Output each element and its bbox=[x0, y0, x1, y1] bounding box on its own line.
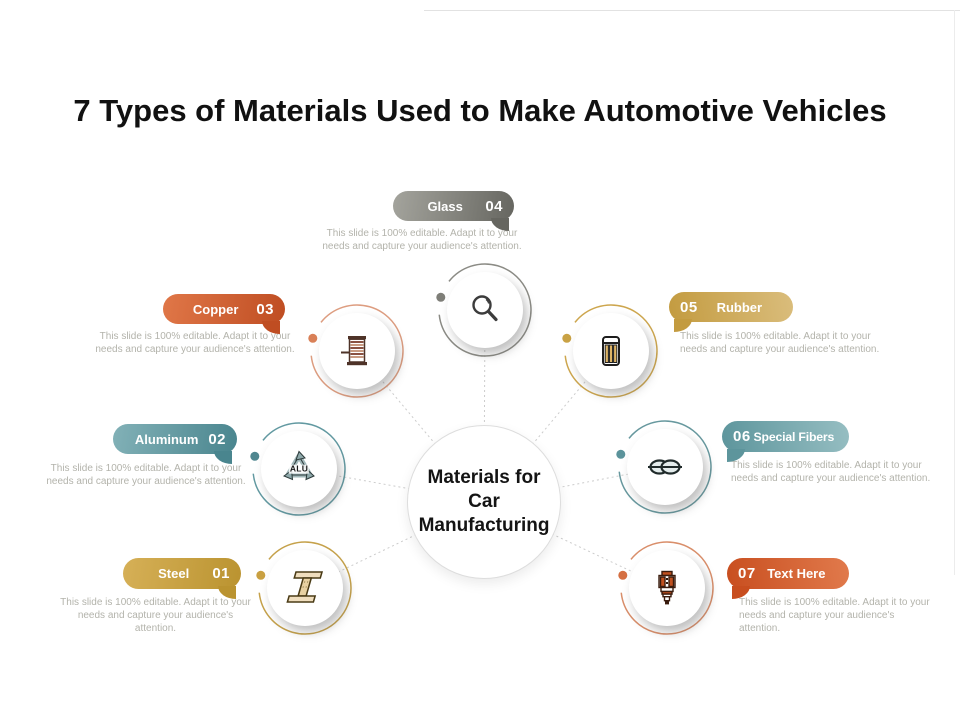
copper-node-disc[interactable] bbox=[319, 313, 395, 389]
glass-ring-arc bbox=[436, 263, 532, 357]
rubber-node-disc[interactable] bbox=[573, 313, 649, 389]
editable-note-aluminum: This slide is 100% editable. Adapt it to… bbox=[46, 463, 246, 487]
badge-special-fibers[interactable]: 06 Special Fibers bbox=[722, 421, 849, 462]
node-copper bbox=[307, 301, 407, 401]
badge-steel-label: Steel bbox=[158, 566, 190, 581]
badge-text-here-number: 07 bbox=[738, 565, 756, 582]
steel-node-disc[interactable] bbox=[267, 550, 343, 626]
badge-steel[interactable]: Steel 01 bbox=[123, 558, 241, 599]
editable-note-special-fibers: This slide is 100% editable. Adapt it to… bbox=[731, 460, 931, 484]
tire-tread-icon bbox=[591, 331, 631, 371]
magnifier-icon bbox=[465, 290, 505, 330]
text-here-ring-arc bbox=[618, 541, 714, 635]
badge-special-fibers-number: 06 bbox=[733, 428, 751, 445]
spark-plug-icon bbox=[647, 568, 687, 608]
aluminum-recycle-icon: ALU bbox=[279, 449, 319, 489]
badge-copper-number: 03 bbox=[256, 300, 274, 318]
text-here-node-disc[interactable] bbox=[629, 550, 705, 626]
center-hub[interactable]: Materials for Car Manufacturing bbox=[407, 425, 561, 579]
editable-note-text-here: This slide is 100% editable. Adapt it to… bbox=[739, 597, 930, 634]
glass-node-disc[interactable] bbox=[447, 272, 523, 348]
copper-coil-icon bbox=[337, 331, 377, 371]
badge-rubber-number: 05 bbox=[680, 298, 698, 316]
badge-glass-label: Glass bbox=[427, 198, 463, 214]
page-title: 7 Types of Materials Used to Make Automo… bbox=[73, 92, 887, 128]
editable-note-glass: This slide is 100% editable. Adapt it to… bbox=[322, 228, 522, 252]
aluminum-node-disc[interactable]: ALU bbox=[261, 431, 337, 507]
rubber-ring-arc bbox=[562, 304, 658, 398]
slide-edge-line-right bbox=[954, 10, 955, 575]
node-glass bbox=[435, 260, 535, 360]
badge-glass-number: 04 bbox=[485, 197, 503, 215]
badge-text-here[interactable]: 07 Text Here bbox=[727, 558, 849, 599]
editable-note-rubber: This slide is 100% editable. Adapt it to… bbox=[680, 331, 880, 355]
editable-note-steel: This slide is 100% editable. Adapt it to… bbox=[60, 597, 251, 634]
copper-ring-arc bbox=[308, 304, 404, 398]
badge-steel-number: 01 bbox=[212, 565, 230, 582]
alu-text: ALU bbox=[288, 463, 310, 475]
badge-copper[interactable]: Copper 03 bbox=[163, 294, 285, 334]
node-text-here bbox=[617, 538, 717, 638]
node-aluminum: ALU bbox=[249, 419, 349, 519]
special-fibers-ring-arc bbox=[616, 420, 712, 514]
badge-rubber[interactable]: 05 Rubber bbox=[669, 292, 793, 332]
badge-text-here-label: Text Here bbox=[767, 566, 826, 581]
badge-aluminum[interactable]: Aluminum 02 bbox=[113, 424, 237, 464]
steel-ring-arc bbox=[256, 541, 352, 635]
aluminum-ring-arc bbox=[250, 422, 346, 516]
node-rubber bbox=[561, 301, 661, 401]
badge-aluminum-number: 02 bbox=[208, 430, 226, 448]
badge-aluminum-label: Aluminum bbox=[134, 431, 199, 447]
editable-note-copper: This slide is 100% editable. Adapt it to… bbox=[95, 331, 295, 355]
badge-special-fibers-label: Special Fibers bbox=[753, 429, 835, 444]
badge-rubber-label: Rubber bbox=[716, 299, 763, 315]
fiber-knot-icon bbox=[645, 447, 685, 487]
node-special-fibers bbox=[615, 417, 715, 517]
node-steel bbox=[255, 538, 355, 638]
slide-edge-line-top bbox=[424, 10, 960, 11]
badge-glass[interactable]: Glass 04 bbox=[393, 191, 514, 231]
steel-ibeam-icon bbox=[285, 568, 325, 608]
badge-copper-label: Copper bbox=[192, 301, 239, 317]
special-fibers-node-disc[interactable] bbox=[627, 429, 703, 505]
